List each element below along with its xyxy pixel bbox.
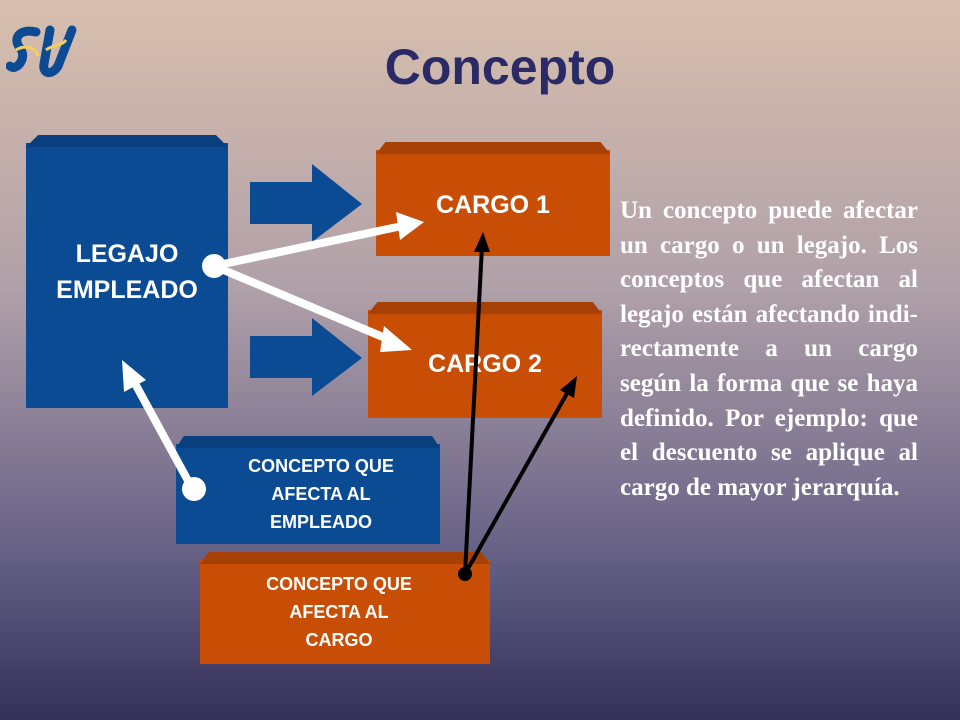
box-cap — [376, 142, 610, 154]
concepto-cargo-label: CONCEPTO QUE AFECTA AL CARGO — [266, 574, 412, 650]
cargo-1-box: CARGO 1 — [376, 142, 610, 256]
box-cap — [26, 135, 228, 147]
concepto-empleado-label: CONCEPTO QUE AFECTA AL EMPLEADO — [248, 456, 394, 532]
legajo-empleado-box: LEGAJO EMPLEADO — [26, 135, 228, 408]
legajo-empleado-label: LEGAJO EMPLEADO — [56, 239, 198, 304]
block-arrow-2-icon — [250, 318, 362, 396]
cargo-2-label: CARGO 2 — [428, 349, 542, 378]
concepto-cargo-box: CONCEPTO QUE AFECTA AL CARGO — [200, 552, 490, 664]
description-text: Un concepto puede afectar un cargo o un … — [620, 197, 918, 501]
box-cap — [200, 552, 490, 564]
concepto-empleado-box: CONCEPTO QUE AFECTA AL EMPLEADO — [176, 436, 440, 544]
si-logo-icon — [6, 25, 77, 77]
cargo-1-label: CARGO 1 — [436, 190, 550, 219]
box-cap — [368, 302, 602, 314]
box-cap — [176, 436, 440, 448]
cargo-2-box: CARGO 2 — [368, 302, 602, 418]
page-title: Concepto — [384, 39, 616, 95]
block-arrow-1-icon — [250, 164, 362, 242]
